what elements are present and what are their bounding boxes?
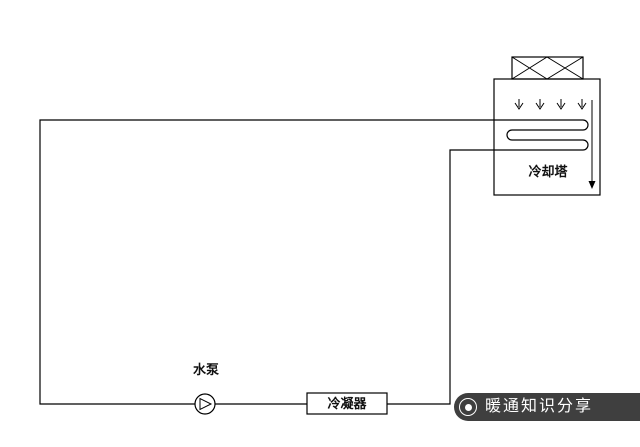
condenser-box xyxy=(306,392,388,415)
pipe-loop xyxy=(39,119,589,405)
spray-nozzles-icon xyxy=(514,99,587,110)
pump-label: 水泵 xyxy=(193,362,219,377)
watermark-logo-dot xyxy=(464,403,472,411)
water-fall-arrowhead-icon xyxy=(588,181,596,189)
fan-box xyxy=(511,56,584,80)
fan-blades-icon xyxy=(511,56,584,80)
cooling-tower-label: 冷却塔 xyxy=(528,164,568,179)
watermark-text: 暖通知识分享 xyxy=(485,398,594,415)
watermark-logo-icon xyxy=(459,398,477,416)
condenser-label: 冷凝器 xyxy=(327,396,367,411)
pump-impeller-icon xyxy=(199,397,213,411)
watermark-badge: 暖通知识分享 xyxy=(454,393,640,421)
